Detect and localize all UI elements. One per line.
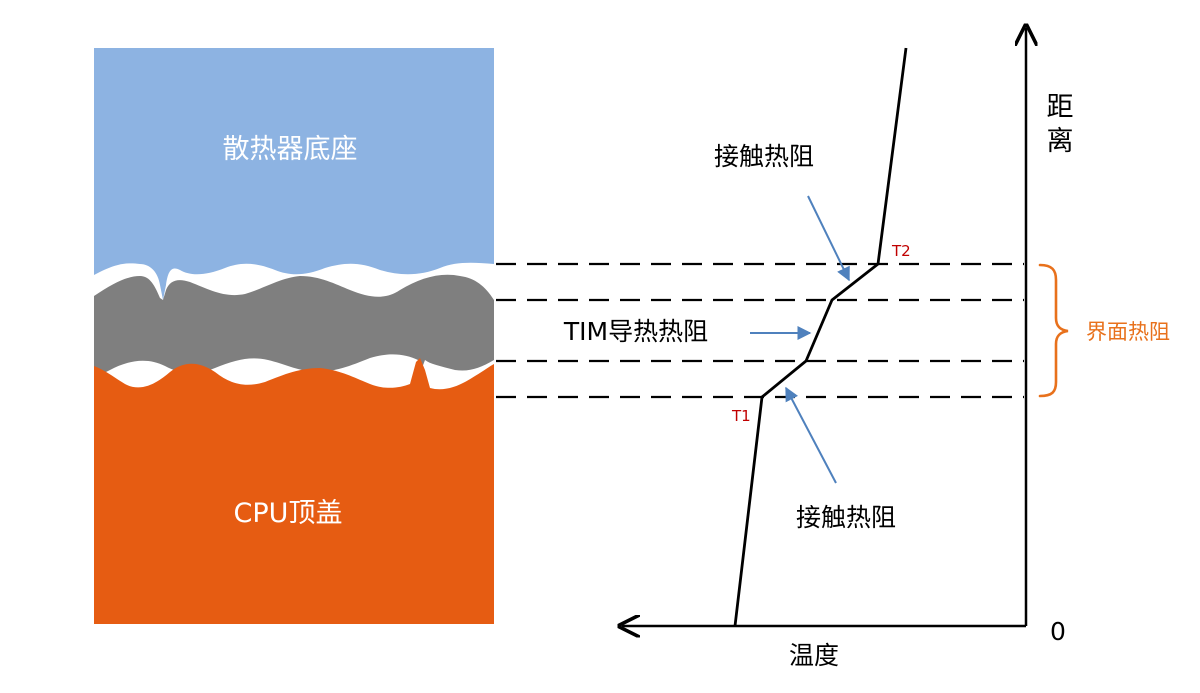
arrow-contact-top: [807, 195, 850, 282]
t1-label: T1: [731, 407, 751, 425]
pointer-arrows: [750, 195, 850, 484]
contact-resistance-bottom-label: 接触热阻: [796, 503, 896, 532]
x-axis-label: 温度: [789, 641, 839, 670]
material-stack: 散热器底座 CPU顶盖: [94, 48, 494, 624]
temperature-profile-line: [733, 47, 908, 627]
contact-resistance-top-label: 接触热阻: [714, 142, 814, 171]
y-axis-label-2: 离: [1047, 126, 1074, 157]
interface-level-lines: [496, 262, 1024, 399]
heatsink-label: 散热器底座: [223, 134, 358, 165]
tim-resistance-label: TIM导热热阻: [563, 317, 708, 346]
arrow-contact-bottom: [785, 386, 837, 484]
tim-layer: [94, 274, 494, 378]
interface-brace: [1038, 263, 1069, 398]
y-axis-label-1: 距: [1047, 92, 1074, 123]
interface-resistance-label: 界面热阻: [1086, 320, 1170, 344]
origin-label: 0: [1050, 617, 1066, 646]
cpu-lid-block: [94, 358, 494, 624]
t2-label: T2: [891, 242, 911, 260]
axes: 距 离 温度 0: [622, 28, 1074, 670]
cpu-label: CPU顶盖: [234, 498, 343, 529]
heatsink-base-block: [94, 48, 494, 300]
